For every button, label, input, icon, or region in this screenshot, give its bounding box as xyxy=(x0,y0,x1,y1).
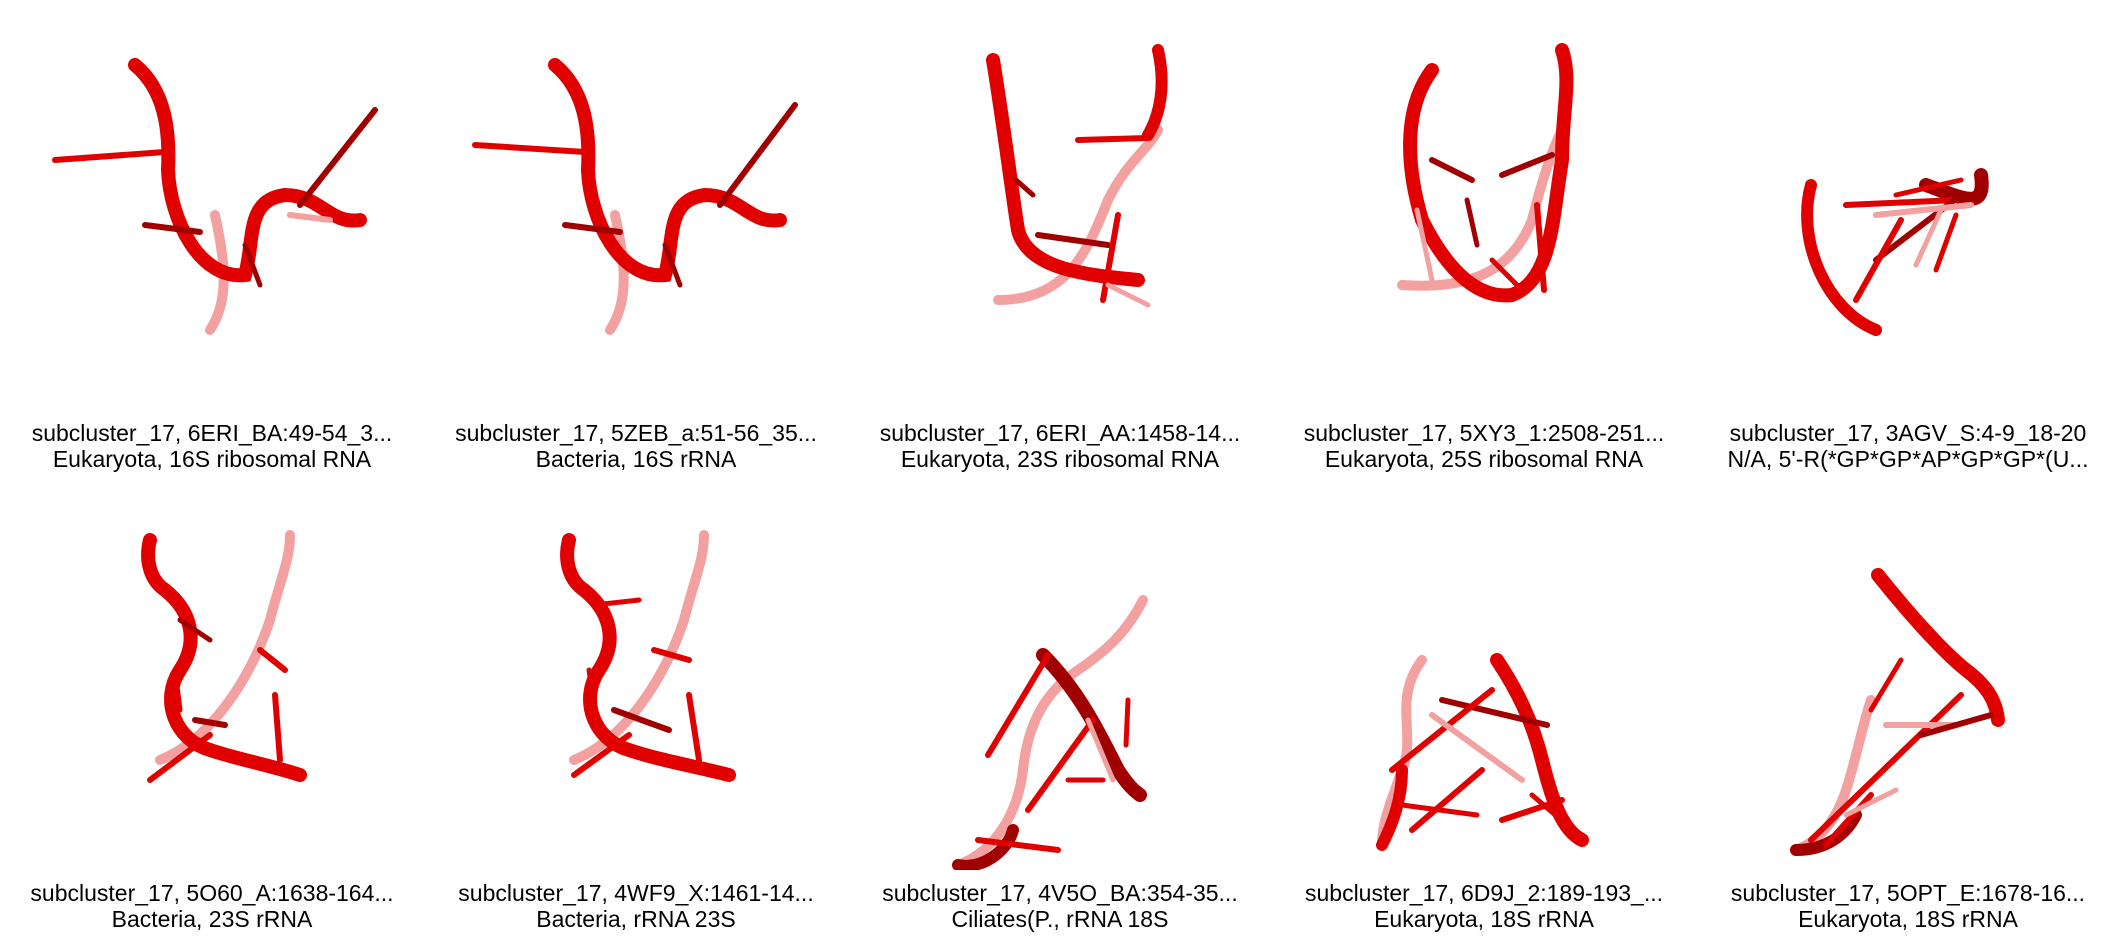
panel-subtitle: Ciliates(P., rRNA 18S xyxy=(951,906,1169,932)
panel-title: subcluster_17, 5ZEB_a:51-56_35... xyxy=(455,420,817,446)
panel-9: subcluster_17, 6D9J_2:189-193_... Eukary… xyxy=(1272,470,1696,940)
panel-2: subcluster_17, 5ZEB_a:51-56_35... Bacter… xyxy=(424,0,848,472)
panel-subtitle: Eukaryota, 18S rRNA xyxy=(1374,906,1594,932)
panel-caption: subcluster_17, 5ZEB_a:51-56_35... Bacter… xyxy=(424,420,848,472)
rna-backbone-render xyxy=(560,530,736,782)
panel-caption: subcluster_17, 4V5O_BA:354-35... Ciliate… xyxy=(848,880,1272,932)
panel-subtitle: Eukaryota, 16S ribosomal RNA xyxy=(52,446,372,472)
panel-caption: subcluster_17, 5XY3_1:2508-251... Eukary… xyxy=(1272,420,1696,472)
panel-subtitle: Eukaryota, 18S rRNA xyxy=(1798,906,2018,932)
panel-caption: subcluster_17, 5O60_A:1638-164... Bacter… xyxy=(0,880,424,932)
panel-title: subcluster_17, 5XY3_1:2508-251... xyxy=(1303,420,1665,446)
rna-structure-image xyxy=(0,0,424,400)
rna-structure-image xyxy=(424,0,848,400)
rna-backbone-render xyxy=(986,44,1168,308)
panel-title: subcluster_17, 4V5O_BA:354-35... xyxy=(882,880,1238,906)
panel-6: subcluster_17, 5O60_A:1638-164... Bacter… xyxy=(0,470,424,940)
panel-title: subcluster_17, 6ERI_BA:49-54_3... xyxy=(31,420,393,446)
panel-1: subcluster_17, 6ERI_BA:49-54_3... Eukary… xyxy=(0,0,424,472)
panel-caption: subcluster_17, 5OPT_E:1678-16... Eukaryo… xyxy=(1696,880,2120,932)
panel-caption: subcluster_17, 6ERI_BA:49-54_3... Eukary… xyxy=(0,420,424,472)
panel-title: subcluster_17, 6D9J_2:189-193_... xyxy=(1304,880,1664,906)
rna-structure-image xyxy=(1696,0,2120,400)
panel-5: subcluster_17, 3AGV_S:4-9_18-20 N/A, 5'-… xyxy=(1696,0,2120,472)
panel-4: subcluster_17, 5XY3_1:2508-251... Eukary… xyxy=(1272,0,1696,472)
rna-backbone-render xyxy=(141,530,307,783)
panel-title: subcluster_17, 5OPT_E:1678-16... xyxy=(1730,880,2086,906)
panel-3: subcluster_17, 6ERI_AA:1458-14... Eukary… xyxy=(848,0,1272,472)
rna-structure-image xyxy=(0,470,424,870)
panel-title: subcluster_17, 3AGV_S:4-9_18-20 xyxy=(1729,420,2087,446)
rna-backbone-render xyxy=(1790,568,2005,856)
panel-subtitle: Bacteria, 23S rRNA xyxy=(111,906,313,932)
panel-caption: subcluster_17, 6D9J_2:189-193_... Eukary… xyxy=(1272,880,1696,932)
panel-subtitle: Eukaryota, 23S ribosomal RNA xyxy=(900,446,1220,472)
panel-caption: subcluster_17, 3AGV_S:4-9_18-20 N/A, 5'-… xyxy=(1696,420,2120,472)
panel-title: subcluster_17, 5O60_A:1638-164... xyxy=(30,880,394,906)
panel-7: subcluster_17, 4WF9_X:1461-14... Bacteri… xyxy=(424,470,848,940)
panel-subtitle: Bacteria, 16S rRNA xyxy=(535,446,737,472)
rna-structure-image xyxy=(1696,470,2120,870)
panel-title: subcluster_17, 6ERI_AA:1458-14... xyxy=(879,420,1241,446)
panel-caption: subcluster_17, 4WF9_X:1461-14... Bacteri… xyxy=(424,880,848,932)
rna-backbone-render xyxy=(1801,168,1989,336)
panel-subtitle: N/A, 5'-R(*GP*GP*AP*GP*GP*(U... xyxy=(1727,446,2089,472)
rna-backbone-render xyxy=(472,58,798,335)
rna-structure-image xyxy=(1272,0,1696,400)
panel-10: subcluster_17, 5OPT_E:1678-16... Eukaryo… xyxy=(1696,470,2120,940)
rna-backbone-render xyxy=(1397,43,1574,303)
rna-structure-image xyxy=(848,0,1272,400)
panel-subtitle: Eukaryota, 25S ribosomal RNA xyxy=(1324,446,1644,472)
rna-structure-image xyxy=(1272,470,1696,870)
rna-structure-image xyxy=(848,470,1272,870)
rna-backbone-render xyxy=(952,595,1148,870)
panel-title: subcluster_17, 4WF9_X:1461-14... xyxy=(458,880,814,906)
panel-subtitle: Bacteria, rRNA 23S xyxy=(536,906,736,932)
rna-structure-image xyxy=(424,470,848,870)
panel-8: subcluster_17, 4V5O_BA:354-35... Ciliate… xyxy=(848,470,1272,940)
rna-backbone-render xyxy=(1376,653,1589,851)
panel-caption: subcluster_17, 6ERI_AA:1458-14... Eukary… xyxy=(848,420,1272,472)
rna-backbone-render xyxy=(52,58,378,335)
